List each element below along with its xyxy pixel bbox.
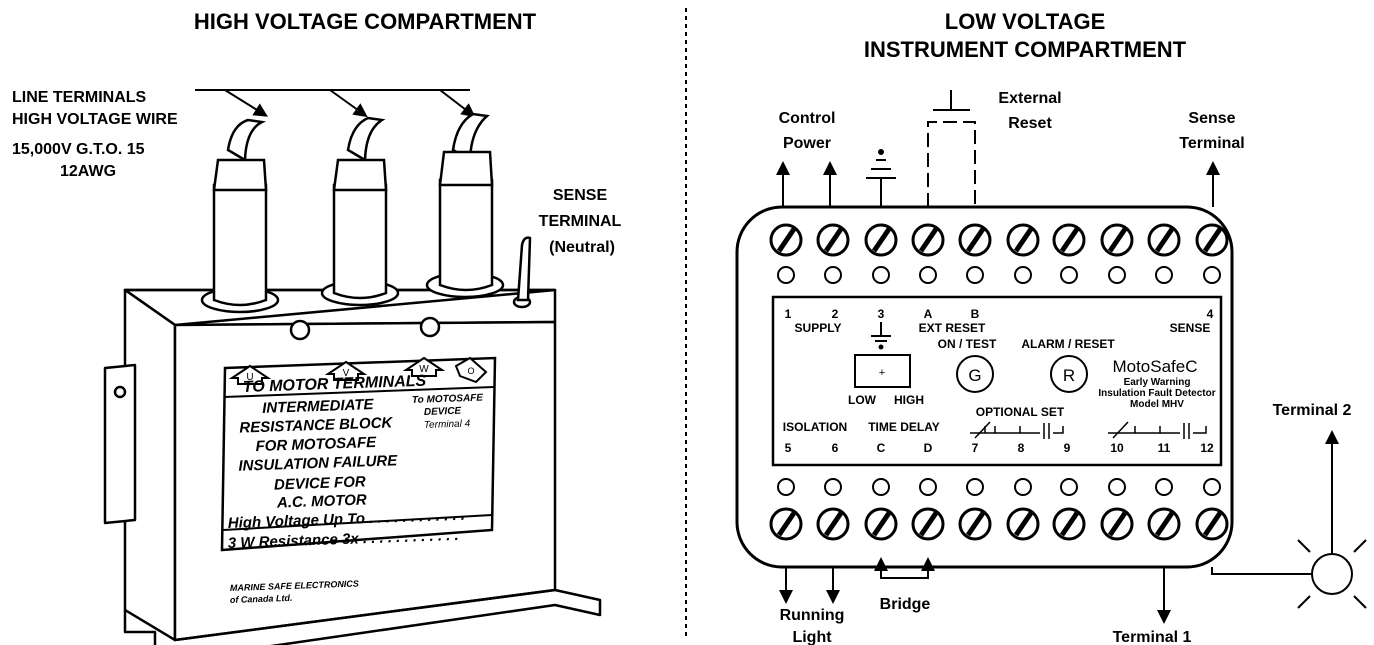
alarm-reset-button-letter: R [1063,366,1075,385]
panel-num-5: 5 [785,441,792,455]
wire-pointer-arrows [195,89,476,118]
wire-spec-line2: 12AWG [60,163,116,180]
panel-num-12: 12 [1200,441,1214,455]
tag-w: W [419,364,429,375]
panel-num-10: 10 [1110,441,1124,455]
lv-title-2: INSTRUMENT COMPARTMENT [864,37,1187,62]
sense-terminal-label-1: Sense [1188,110,1235,127]
panel-sense: SENSE [1170,321,1211,335]
plate-line-3: FOR MOTOSAFE [255,434,377,455]
bridge-label: Bridge [880,596,931,613]
bottom-terminal-holes [777,478,1221,496]
control-power-label-1: Control [779,110,836,127]
plate-side-note-3: Terminal 4 [424,418,471,431]
panel-num-c: C [877,441,886,455]
panel-num-1: 1 [785,307,792,321]
isolation-label: ISOLATION [783,420,847,434]
panel-num-d: D [924,441,933,455]
panel-num-11: 11 [1158,441,1171,455]
panel-num-7: 7 [972,441,979,455]
switch-low-label: LOW [848,393,877,407]
panel-num-4: 4 [1207,307,1214,321]
line-terminals-label: LINE TERMINALS [12,89,147,106]
panel-ground-icon [871,322,891,350]
tag-u: U [246,372,253,383]
terminal-tags [228,356,488,385]
switch-high-label: HIGH [894,393,924,407]
panel-num-b: B [971,307,980,321]
panel-supply: SUPPLY [795,321,842,335]
panel-num-2: 2 [832,307,839,321]
panel-ext-reset: EXT RESET [919,321,986,335]
on-test-label: ON / TEST [938,337,997,351]
hv-wires [200,112,532,314]
sense-terminal-label-2: Terminal [1179,135,1245,152]
relay-contact-symbols [970,421,1207,439]
alarm-reset-button[interactable]: R [1050,355,1088,393]
on-test-button[interactable]: G [956,355,994,393]
front-panel [771,295,1223,467]
alarm-reset-label: ALARM / RESET [1021,337,1115,351]
panel-num-a: A [924,307,933,321]
time-delay-label: TIME DELAY [868,420,940,434]
plate-maker-2: of Canada Ltd. [230,593,293,605]
hv-sense-label-2: TERMINAL [539,213,622,230]
brand-sub-2: Insulation Fault Detector [1098,388,1215,399]
top-connections [776,90,1220,207]
plate-side-note-1: To MOTOSAFE [412,393,484,406]
on-test-button-letter: G [968,366,981,385]
brand-sub-3: Model MHV [1130,399,1184,410]
hv-sense-label-3: (Neutral) [549,239,615,256]
panel-num-8: 8 [1018,441,1025,455]
sensitivity-switch[interactable] [854,354,911,388]
terminal-1-label: Terminal 1 [1113,629,1192,645]
running-light-label-2: Light [792,629,832,645]
top-terminal-holes [777,266,1221,284]
bottom-connections [779,430,1367,624]
running-light-label-1: Running [780,607,845,624]
external-reset-label-1: External [998,90,1061,107]
hv-title: HIGH VOLTAGE COMPARTMENT [194,9,537,34]
brand-logo: MotoSafeC [1112,357,1197,376]
plate-line-5: DEVICE FOR [274,473,366,493]
external-reset-label-2: Reset [1008,115,1052,132]
wire-spec-line1: 15,000V G.T.O. 15 [12,141,145,158]
plate-maker-1: MARINE SAFE ELECTRONICS [230,579,359,593]
tag-v: V [343,368,350,379]
plate-line-6: A.C. MOTOR [276,491,367,511]
plate-line-1: INTERMEDIATE [262,396,375,417]
resistance-label-plate [220,356,497,552]
optional-set-label: OPTIONAL SET [976,405,1065,419]
plate-line-2: RESISTANCE BLOCK [239,414,394,436]
control-power-label-2: Power [783,135,831,152]
panel-num-6: 6 [832,441,839,455]
panel-num-3: 3 [878,307,885,321]
brand-sub-1: Early Warning [1124,377,1191,388]
plate-side-note-2: DEVICE [424,406,462,418]
lv-title-1: LOW VOLTAGE [945,9,1106,34]
plate-line-4: INSULATION FAILURE [238,452,398,475]
tag-o: O [467,366,474,376]
hv-wire-label: HIGH VOLTAGE WIRE [12,111,178,128]
terminal-2-label: Terminal 2 [1273,402,1352,419]
plate-header: TO MOTOR TERMINALS [243,373,427,396]
sensitivity-switch-symbol: + [879,367,885,379]
panel-num-9: 9 [1064,441,1071,455]
hv-sense-label-1: SENSE [553,187,608,204]
